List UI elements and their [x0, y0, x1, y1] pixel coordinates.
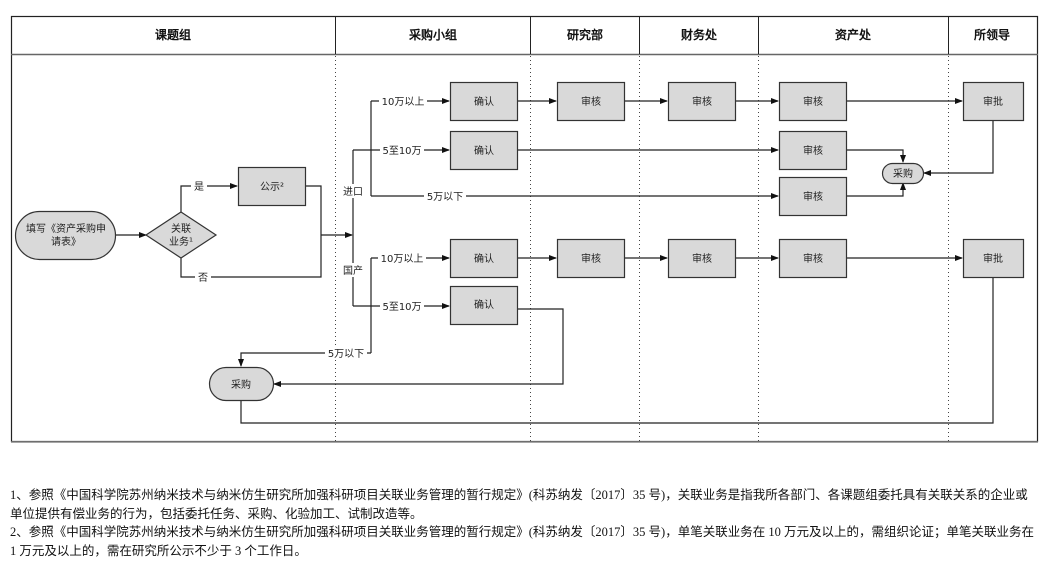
- edge-dom5-confirm-to-purchase: [273, 308, 564, 387]
- node-domestic-over10-confirm: 确认: [449, 238, 519, 279]
- node-label: 审核: [581, 252, 601, 265]
- node-label: 审批: [983, 252, 1003, 265]
- node-domestic-asset-review: 审核: [778, 238, 848, 279]
- lane-body-dividers: [335, 56, 949, 441]
- edge-imp5-asset-to-purchase: [846, 149, 906, 163]
- label-domestic: 国产: [343, 264, 363, 277]
- node-publicity-label: 公示²: [260, 182, 284, 193]
- label-domestic-over10: 10万以上: [381, 253, 424, 265]
- lane-title-zichanchu: 资产处: [835, 27, 872, 42]
- edge-dom-leader-loop: [240, 264, 994, 424]
- label-no: 否: [198, 272, 208, 284]
- label-domestic-5to10: 5至10万: [382, 301, 421, 313]
- lane-header-dividers: [335, 16, 949, 54]
- node-domestic-leader-approve: 审批: [962, 238, 1025, 279]
- node-label: 审核: [692, 95, 712, 108]
- node-domestic-5to10-confirm: 确认: [449, 285, 519, 326]
- lane-title-suolingdao: 所领导: [974, 27, 1010, 42]
- label-import-under5: 5万以下: [427, 192, 463, 203]
- node-related-business-decision: 关联 业务¹: [144, 211, 218, 259]
- node-domestic-research-review: 审核: [556, 238, 626, 279]
- node-import-leader-approve: 审批: [962, 81, 1025, 122]
- label-import: 进口: [343, 186, 363, 198]
- node-import-asset-review-over10: 审核: [778, 81, 848, 122]
- lane-title-caiwuchu: 财务处: [680, 27, 718, 42]
- node-fill-form: 填写《资产采购申 请表》: [14, 210, 117, 261]
- node-label: 审核: [803, 252, 823, 265]
- node-label: 采购: [893, 167, 913, 180]
- edge-no-to-merge: [180, 235, 322, 278]
- edge-labels: 是 否 进口 国产 10万以上 5至10万 5万以下 10万以上 5至10万 5…: [191, 94, 466, 360]
- node-import-5to10-confirm: 确认: [449, 130, 519, 171]
- node-label: 审批: [983, 95, 1003, 108]
- lane-title-ketizu: 课题组: [155, 27, 191, 42]
- node-label: 审核: [803, 95, 823, 108]
- purchase-flowchart: 课题组 采购小组 研究部 财务处 资产处 所领导: [10, 15, 1039, 443]
- node-label: 确认: [474, 252, 494, 265]
- node-import-purchase: 采购: [881, 162, 925, 185]
- node-import-research-review: 审核: [556, 81, 626, 122]
- node-label: 采购: [231, 378, 251, 391]
- node-fill-form-line1: 填写《资产采购申: [26, 222, 106, 235]
- lane-title-yanjiubu: 研究部: [567, 27, 603, 42]
- label-domestic-under5: 5万以下: [328, 349, 364, 360]
- lane-title-caigouxiaozu: 采购小组: [408, 27, 457, 42]
- node-publicity: 公示²: [237, 166, 307, 207]
- edge-yes-to-publicity: [180, 183, 238, 212]
- node-label: 确认: [474, 144, 494, 157]
- label-import-over10: 10万以上: [382, 96, 425, 108]
- edge-imp-under5-asset-to-purchase: [846, 182, 906, 197]
- node-label: 审核: [692, 252, 712, 265]
- node-import-asset-review-5to10: 审核: [778, 130, 848, 171]
- label-import-5to10: 5至10万: [382, 145, 421, 157]
- node-import-finance-review: 审核: [667, 81, 737, 122]
- decision-line1: 关联: [171, 222, 191, 235]
- footnote-1: 1、参照《中国科学院苏州纳米技术与纳米仿生研究所加强科研项目关联业务管理的暂行规…: [10, 488, 1028, 521]
- node-import-asset-review-under5: 审核: [778, 176, 848, 217]
- edge-imp-leader-to-purchase: [923, 121, 994, 176]
- node-fill-form-line2: 请表》: [51, 235, 81, 248]
- node-domestic-finance-review: 审核: [667, 238, 737, 279]
- node-label: 审核: [581, 95, 601, 108]
- decision-line2: 业务¹: [169, 235, 193, 248]
- footnote-2: 2、参照《中国科学院苏州纳米技术与纳米仿生研究所加强科研项目关联业务管理的暂行规…: [10, 525, 1034, 558]
- node-label: 审核: [803, 190, 823, 203]
- node-label: 确认: [474, 298, 494, 311]
- footnotes: 1、参照《中国科学院苏州纳米技术与纳米仿生研究所加强科研项目关联业务管理的暂行规…: [10, 486, 1038, 560]
- node-label: 审核: [803, 144, 823, 157]
- node-import-over10-confirm: 确认: [449, 81, 519, 122]
- node-domestic-purchase: 采购: [208, 366, 275, 402]
- edge-publicity-to-merge: [305, 185, 322, 235]
- node-label: 确认: [474, 95, 494, 108]
- label-yes: 是: [194, 181, 204, 193]
